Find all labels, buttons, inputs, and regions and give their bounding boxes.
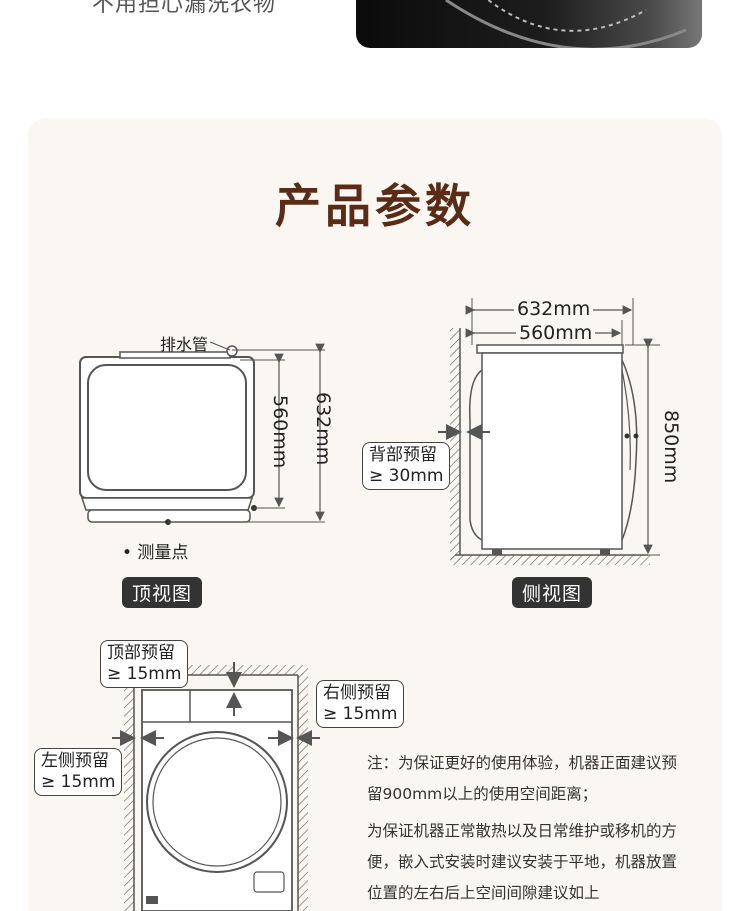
front-view-drawing (112, 662, 320, 911)
note-line-4: 便，嵌入式安装时建议安装于平地，机器放置 (367, 853, 678, 871)
side-view-caption: 侧视图 (512, 577, 593, 608)
back-clearance-label: 背部预留 (369, 445, 437, 465)
note-line-5: 位置的左右后上空间间隙建议如上 (367, 884, 600, 902)
right-clearance-label: 右侧预留 (323, 683, 391, 703)
section-title: 产品参数 (275, 179, 475, 233)
side-view-drawing (438, 298, 660, 565)
left-clearance-value: ≥ 15mm (41, 772, 116, 792)
top-clearance-value: ≥ 15mm (107, 664, 182, 684)
side-view-outer-dim: 632mm (514, 298, 594, 320)
install-notes: 注：为保证更好的使用体验，机器正面建议预 留900mm以上的使用空间距离； 为保… (367, 748, 677, 909)
note-line-1: 注：为保证更好的使用体验，机器正面建议预 (367, 754, 678, 772)
side-view-height-dim: 850mm (660, 410, 682, 484)
left-clearance-label: 左侧预留 (41, 751, 109, 771)
right-clearance-callout: 右侧预留 ≥ 15mm (316, 680, 405, 728)
top-view-outer-dim: 632mm (312, 392, 334, 466)
note-line-3: 为保证机器正常散热以及日常维护或移机的方 (367, 822, 678, 840)
washer-photo (356, 0, 702, 48)
tagline: 不用担心漏洗衣物 (92, 0, 277, 17)
note-line-2: 留900mm以上的使用空间距离； (367, 785, 598, 803)
top-view-caption: 顶视图 (122, 577, 203, 608)
right-clearance-value: ≥ 15mm (323, 704, 398, 724)
back-clearance-callout: 背部预留 ≥ 30mm (362, 442, 451, 490)
top-view-inner-dim: 560mm (269, 395, 291, 469)
top-clearance-label: 顶部预留 (107, 643, 175, 663)
back-clearance-value: ≥ 30mm (369, 466, 444, 486)
measure-point-label: • 测量点 (122, 543, 189, 563)
side-view-inner-dim: 560mm (516, 322, 596, 344)
drum-edge-graphic (445, 0, 687, 48)
left-clearance-callout: 左侧预留 ≥ 15mm (34, 748, 123, 796)
drain-pipe-label: 排水管 (160, 335, 209, 354)
top-view-drawing (79, 341, 325, 525)
top-clearance-callout: 顶部预留 ≥ 15mm (100, 640, 189, 688)
